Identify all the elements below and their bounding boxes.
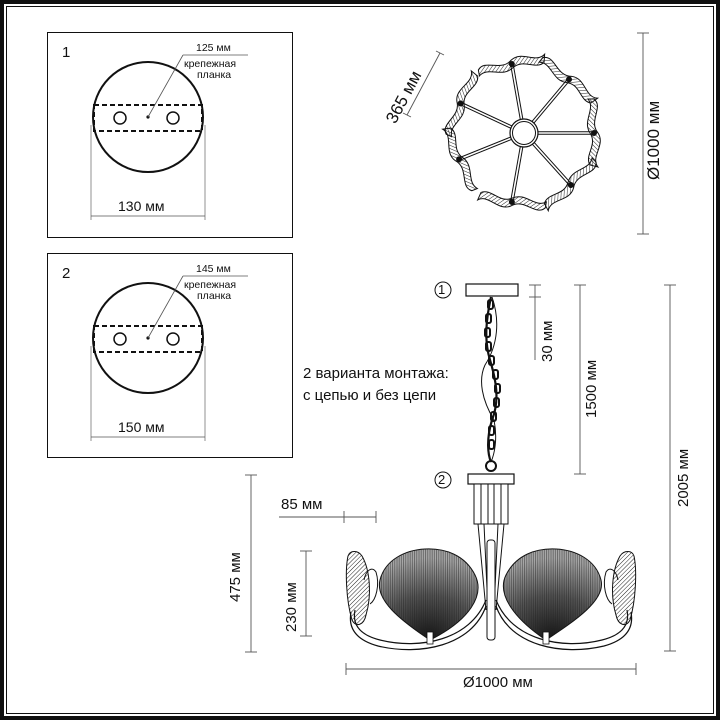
canopy-2-drawing (90, 275, 248, 441)
body-height-label: 475 мм (227, 552, 244, 602)
screw-hole-left (113, 332, 127, 346)
plate-length-label: 145 мм (196, 263, 231, 275)
screw-hole-right (166, 111, 180, 125)
canopy-1-drawing (90, 54, 248, 220)
panel-number: 1 (62, 44, 71, 61)
mounting-note-line1: 2 варианта монтажа: (303, 365, 449, 382)
top-diameter-label: Ø1000 мм (644, 100, 663, 180)
marker-2-label: 2 (438, 472, 446, 487)
canopy-diameter-label: 150 мм (118, 419, 165, 435)
plate-label-line1: крепежная (184, 279, 237, 291)
leader-line (147, 275, 184, 339)
plate-length-label: 125 мм (196, 42, 231, 54)
mount-option-1-panel: 1 125 мм крепежная планка 130 мм (47, 32, 293, 238)
inner-frame (6, 6, 714, 714)
shade-height-label: 230 мм (283, 582, 300, 632)
plate-label-line2: планка (197, 69, 232, 81)
marker-1-label: 1 (438, 282, 446, 297)
screw-hole-left (113, 111, 127, 125)
side-diameter-label: Ø1000 мм (463, 674, 533, 691)
mount-option-2-panel: 2 145 мм крепежная планка 150 мм (47, 253, 293, 458)
mounting-note: 2 варианта монтажа: с цепью и без цепи (303, 363, 449, 407)
panel-number: 2 (62, 265, 71, 282)
offset-label: 85 мм (281, 496, 323, 513)
leader-line (147, 54, 184, 118)
chain-length-label: 1500 мм (583, 359, 600, 418)
plate-label-line1: крепежная (184, 58, 237, 70)
mounting-plate-outline (93, 104, 203, 132)
plate-label-line2: планка (197, 290, 232, 302)
mounting-note-line2: с цепью и без цепи (303, 386, 437, 404)
screw-hole-right (166, 332, 180, 346)
mounting-plate-outline (93, 325, 203, 353)
canopy-diameter-label: 130 мм (118, 198, 165, 214)
total-height-label: 2005 мм (675, 448, 692, 507)
canopy-height-label: 30 мм (539, 320, 556, 362)
